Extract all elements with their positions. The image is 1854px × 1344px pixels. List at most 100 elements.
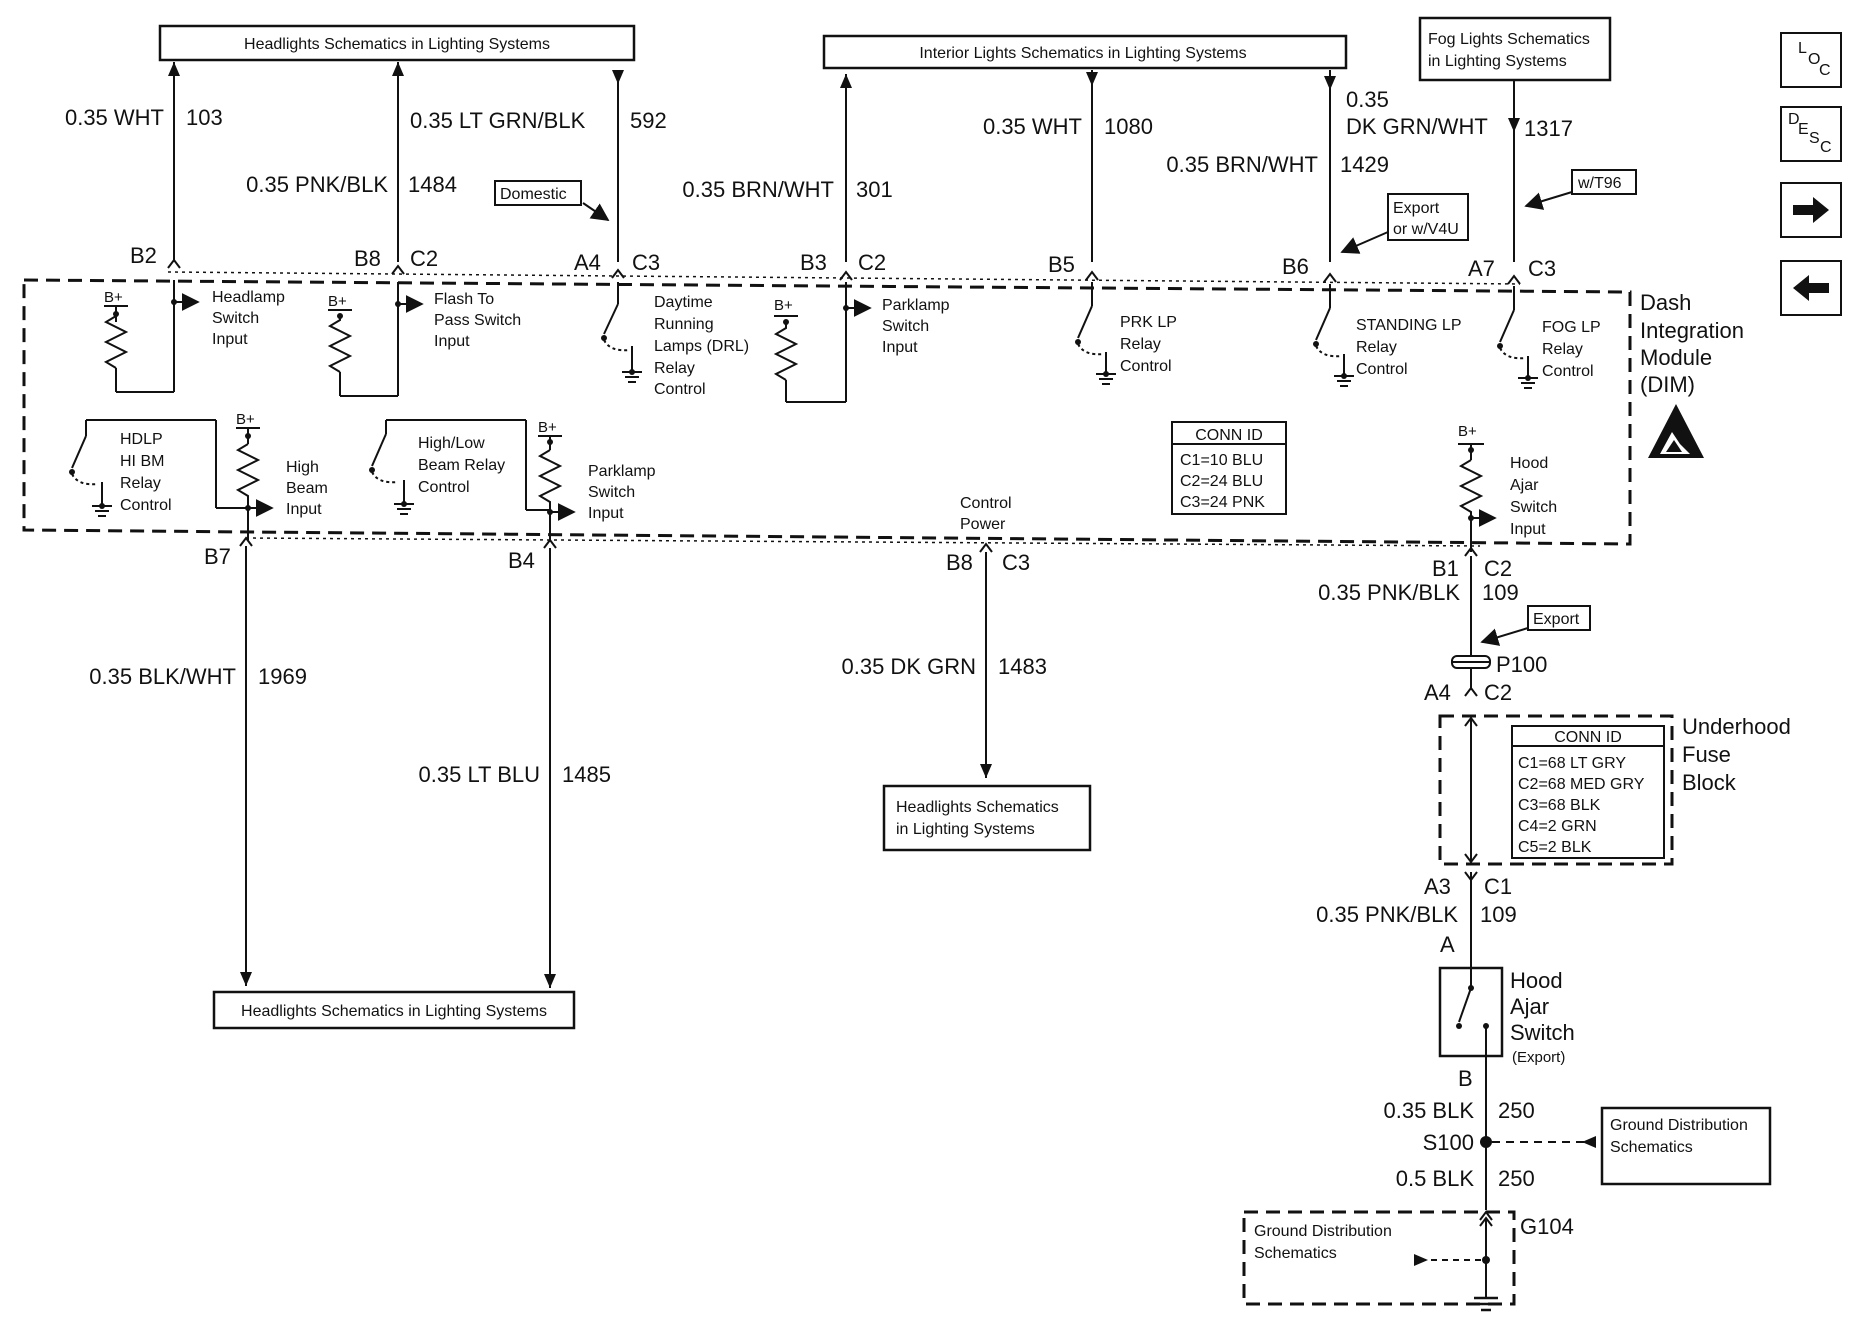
dim-conn-c3: C3=24 PNK [1180, 494, 1265, 511]
dim-module-border [22, 278, 1632, 546]
wire-1317-circuit: 1317 [1524, 116, 1573, 141]
b-plus-6: B+ [1458, 423, 1477, 440]
flash-to-pass-label-2: Pass Switch [434, 312, 521, 329]
high-low-label-1: High/Low [418, 435, 485, 452]
desc-s: S [1809, 130, 1820, 147]
headlights-bottom-box[interactable] [212, 990, 576, 1030]
standing-lp-label-2: Relay [1356, 339, 1397, 356]
fog-lp-relay-circuit [1499, 286, 1538, 389]
pin-a4-fuse: A4 [1424, 680, 1451, 705]
headlamp-switch-label-1: Headlamp [212, 289, 285, 306]
pin-a4-top: A4 [574, 250, 601, 275]
parklamp-switch-top-circuit [773, 282, 872, 403]
wire-1483-circuit: 1483 [998, 654, 1047, 679]
desc-c: C [1820, 139, 1832, 156]
hdlp-label-3: Relay [120, 475, 161, 492]
fuse-block-border [1438, 714, 1674, 866]
wt96-tag [1571, 169, 1637, 195]
dim-conn-c1: C1=10 BLU [1180, 452, 1263, 469]
hood-ajar-input-label-1: Hood [1510, 455, 1548, 472]
wire-1969-circuit: 1969 [258, 664, 307, 689]
wire-103-circuit: 103 [186, 105, 223, 130]
drl-label-5: Control [654, 381, 706, 398]
domestic-tag [494, 180, 582, 206]
wire-301-circuit: 301 [856, 177, 893, 202]
conn-c2-top-2: C2 [858, 250, 886, 275]
headlamp-switch-label-3: Input [212, 331, 248, 348]
drl-label-1: Daytime [654, 294, 713, 311]
headlights-mid-box[interactable] [882, 784, 1092, 852]
fog-lights-label-1: Fog Lights Schematics [1428, 31, 1590, 48]
pin-b3-top: B3 [800, 250, 827, 275]
pin-b6-top: B6 [1282, 254, 1309, 279]
ground-icon [1474, 1296, 1498, 1312]
pin-b8-bot: B8 [946, 550, 973, 575]
fog-lp-label-1: FOG LP [1542, 319, 1601, 336]
hdlp-label-1: HDLP [120, 431, 163, 448]
hood-ajar-input-circuit [1458, 443, 1497, 552]
domestic-label: Domestic [500, 186, 567, 203]
hdlp-label-4: Control [120, 497, 172, 514]
pin-b: B [1458, 1066, 1473, 1091]
wire-1080-circuit: 1080 [1104, 114, 1153, 139]
wire-109a-gauge: 0.35 PNK/BLK [1318, 580, 1460, 605]
conn-c1: C1 [1484, 874, 1512, 899]
wire-592-circuit: 592 [630, 108, 667, 133]
fuse-conn-c3: C3=68 BLK [1518, 797, 1601, 814]
hood-ajar-switch-label-1: Hood [1510, 968, 1563, 993]
desc-d: D [1788, 111, 1800, 128]
control-power-label-2: Power [960, 516, 1006, 533]
wire-1483-gauge: 0.35 DK GRN [842, 654, 977, 679]
headlights-top-box[interactable] [158, 24, 636, 62]
g104-ground-box [1242, 1210, 1516, 1306]
wire-109a-circuit: 109 [1482, 580, 1519, 605]
dim-conn-title: CONN ID [1195, 427, 1263, 444]
wire-250a-gauge: 0.35 BLK [1383, 1098, 1474, 1123]
wt96-label: w/T96 [1577, 175, 1622, 192]
loc-c: C [1819, 62, 1831, 79]
next-page-button[interactable] [1780, 182, 1842, 238]
export-tag [1527, 605, 1591, 631]
loc-button[interactable]: L O C [1780, 32, 1842, 88]
parklamp-top-label-3: Input [882, 339, 918, 356]
fuse-conn-c1: C1=68 LT GRY [1518, 755, 1626, 772]
fog-lp-label-3: Control [1542, 363, 1594, 380]
wire-1080-gauge: 0.35 WHT [983, 114, 1082, 139]
prev-page-button[interactable] [1780, 260, 1842, 316]
pin-a3: A3 [1424, 874, 1451, 899]
desc-button[interactable]: D E S C [1780, 106, 1842, 162]
export-v4u-label-1: Export [1393, 200, 1440, 217]
ground-dist-right-box[interactable] [1600, 1106, 1772, 1186]
prk-lp-label-1: PRK LP [1120, 314, 1177, 331]
high-low-relay-circuit [371, 419, 550, 515]
prk-lp-label-2: Relay [1120, 336, 1161, 353]
drl-label-4: Relay [654, 360, 695, 377]
high-beam-circuit [235, 427, 274, 540]
wire-301-gauge: 0.35 BRN/WHT [682, 177, 834, 202]
desc-e: E [1798, 121, 1809, 138]
wire-250b-gauge: 0.5 BLK [1396, 1166, 1475, 1191]
hood-ajar-input-label-2: Ajar [1510, 477, 1539, 494]
b-plus-5: B+ [538, 419, 557, 436]
wire-1429-gauge-a: 0.35 [1346, 87, 1389, 112]
wire-250b-circuit: 250 [1498, 1166, 1535, 1191]
hdlp-hi-bm-circuit [71, 419, 248, 517]
fuse-block-name-3: Block [1682, 770, 1737, 795]
interior-lights-box[interactable] [822, 34, 1348, 70]
hood-ajar-input-label-4: Input [1510, 521, 1546, 538]
control-power-label-1: Control [960, 495, 1012, 512]
fuse-block-name-2: Fuse [1682, 742, 1731, 767]
parklamp-top-label-2: Switch [882, 318, 929, 335]
drl-relay-circuit [603, 282, 642, 383]
fog-lights-box[interactable] [1418, 16, 1612, 82]
dim-name-3: Module [1640, 345, 1712, 370]
wire-1429-circuit: 1429 [1340, 152, 1389, 177]
ground-dist-left-label-2: Schematics [1254, 1245, 1337, 1262]
high-low-label-3: Control [418, 479, 470, 496]
ground-dist-left-label-1: Ground Distribution [1254, 1223, 1392, 1240]
b-plus-2: B+ [328, 293, 347, 310]
fuse-conn-c5: C5=2 BLK [1518, 839, 1592, 856]
loc-l: L [1798, 40, 1807, 57]
wire-250a-circuit: 250 [1498, 1098, 1535, 1123]
fog-lights-label-2: in Lighting Systems [1428, 53, 1567, 70]
